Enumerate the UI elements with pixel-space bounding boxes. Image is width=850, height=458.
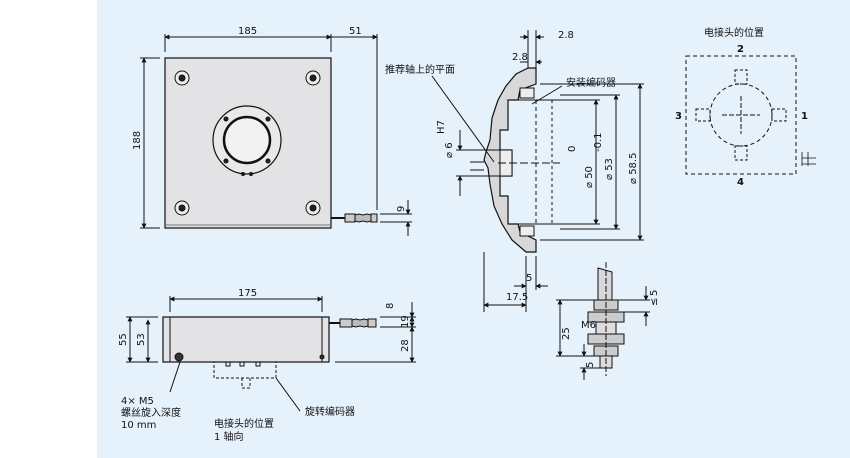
connector-position-bottom-line2: 1 轴向: [214, 430, 244, 443]
cable-connector: [331, 213, 378, 223]
encoder-dashed: [213, 361, 277, 379]
dim-top-width: 185: [238, 26, 257, 37]
side-view-housing: [162, 316, 330, 363]
dim-side-53: 53: [136, 333, 147, 346]
pin-label-4: 4: [737, 177, 744, 188]
pin-label-3: 3: [675, 111, 682, 122]
dim-side-19: 19: [400, 315, 411, 328]
m5-note-line2: 螺丝旋入深度: [121, 406, 181, 419]
conn-dim-25: 25: [561, 327, 572, 340]
install-encoder-label: 安装编码器: [566, 76, 616, 89]
mounting-hole: [174, 70, 190, 86]
dim-section-2-8-top: 2.8: [558, 30, 574, 41]
rotary-encoder-label: 旋转编码器: [305, 405, 355, 418]
conn-dim-5b: 5: [585, 362, 596, 368]
technical-drawing: 185 51 188 9 175 55 53 8 19 28 4× M5: [118, 26, 816, 443]
m5-note-line3: 10 mm: [121, 420, 156, 431]
dim-section-h7: H7: [436, 120, 447, 134]
dim-side-width: 175: [238, 288, 257, 299]
dim-section-d50: ⌀ 50: [584, 166, 595, 188]
dim-section-d53: ⌀ 53: [604, 158, 615, 180]
connector-position-bottom-line1: 电接头的位置: [214, 417, 274, 430]
dim-top-cable: 9: [396, 206, 407, 212]
section-view: [431, 30, 644, 312]
dim-section-d50-tol-bottom: -0.1: [593, 132, 604, 152]
conn-dim-le: ≤: [649, 298, 660, 306]
top-view: [140, 34, 412, 236]
dim-top-right: 51: [349, 26, 362, 37]
connector-position-title: 电接头的位置: [704, 26, 764, 39]
dim-top-height: 188: [132, 131, 143, 150]
mounting-hole: [305, 200, 321, 216]
connector-pin-diagram: [685, 55, 816, 175]
conn-dim-m6: M6: [581, 320, 596, 331]
dim-section-17-5: 17.5: [506, 292, 528, 303]
dim-section-d6: ⌀ 6: [444, 142, 455, 158]
dim-section-5: 5: [526, 273, 532, 284]
pin-label-1: 1: [801, 111, 808, 122]
dim-section-d58-5: ⌀ 58.5: [628, 153, 639, 184]
m5-note-line1: 4× M5: [121, 396, 154, 407]
flange-inner: [222, 115, 272, 165]
conn-dim-5: 5: [649, 290, 660, 296]
pin-label-2: 2: [737, 44, 744, 55]
connector-detail: [556, 262, 650, 380]
mounting-hole: [305, 70, 321, 86]
dim-section-2-8: 2.8: [512, 52, 528, 63]
dim-side-28: 28: [400, 339, 411, 352]
side-cable: [329, 318, 377, 328]
dim-side-8: 8: [385, 303, 396, 309]
side-view: [126, 296, 416, 393]
dim-section-d50-tol-top: 0: [567, 146, 578, 152]
mounting-hole: [174, 200, 190, 216]
dim-side-55: 55: [118, 333, 129, 346]
flat-on-shaft-label: 推荐轴上的平面: [385, 63, 455, 76]
